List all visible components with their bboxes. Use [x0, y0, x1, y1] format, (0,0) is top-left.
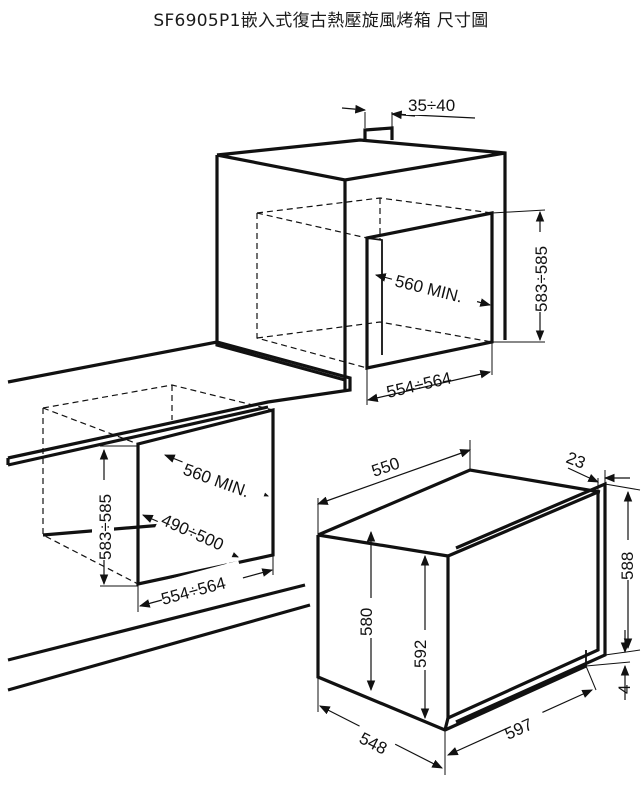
label-under-niche-depth: 560 MIN. [181, 460, 252, 501]
label-oven-height-front: 588 [618, 552, 637, 580]
label-oven-door: 23 [564, 448, 589, 473]
label-tall-niche-depth: 560 MIN. [393, 271, 465, 306]
label-oven-body-height: 580 [357, 608, 376, 636]
countertop [6, 340, 352, 467]
label-oven-inner-height: 592 [411, 640, 430, 668]
label-under-niche-height: 583÷585 [96, 494, 115, 560]
page-title: SF6905P1嵌入式復古熱壓旋風烤箱 尺寸圖 [153, 11, 489, 31]
label-tall-niche-height: 583÷585 [532, 246, 551, 312]
tall-cabinet [215, 126, 507, 390]
dimension-labels: 35÷40 560 MIN. 583÷585 554÷564 560 MIN. … [92, 95, 638, 761]
label-oven-bottom-gap: 4 [615, 685, 634, 694]
label-oven-depth-top: 550 [369, 454, 402, 481]
label-top-gap: 35÷40 [408, 96, 455, 115]
